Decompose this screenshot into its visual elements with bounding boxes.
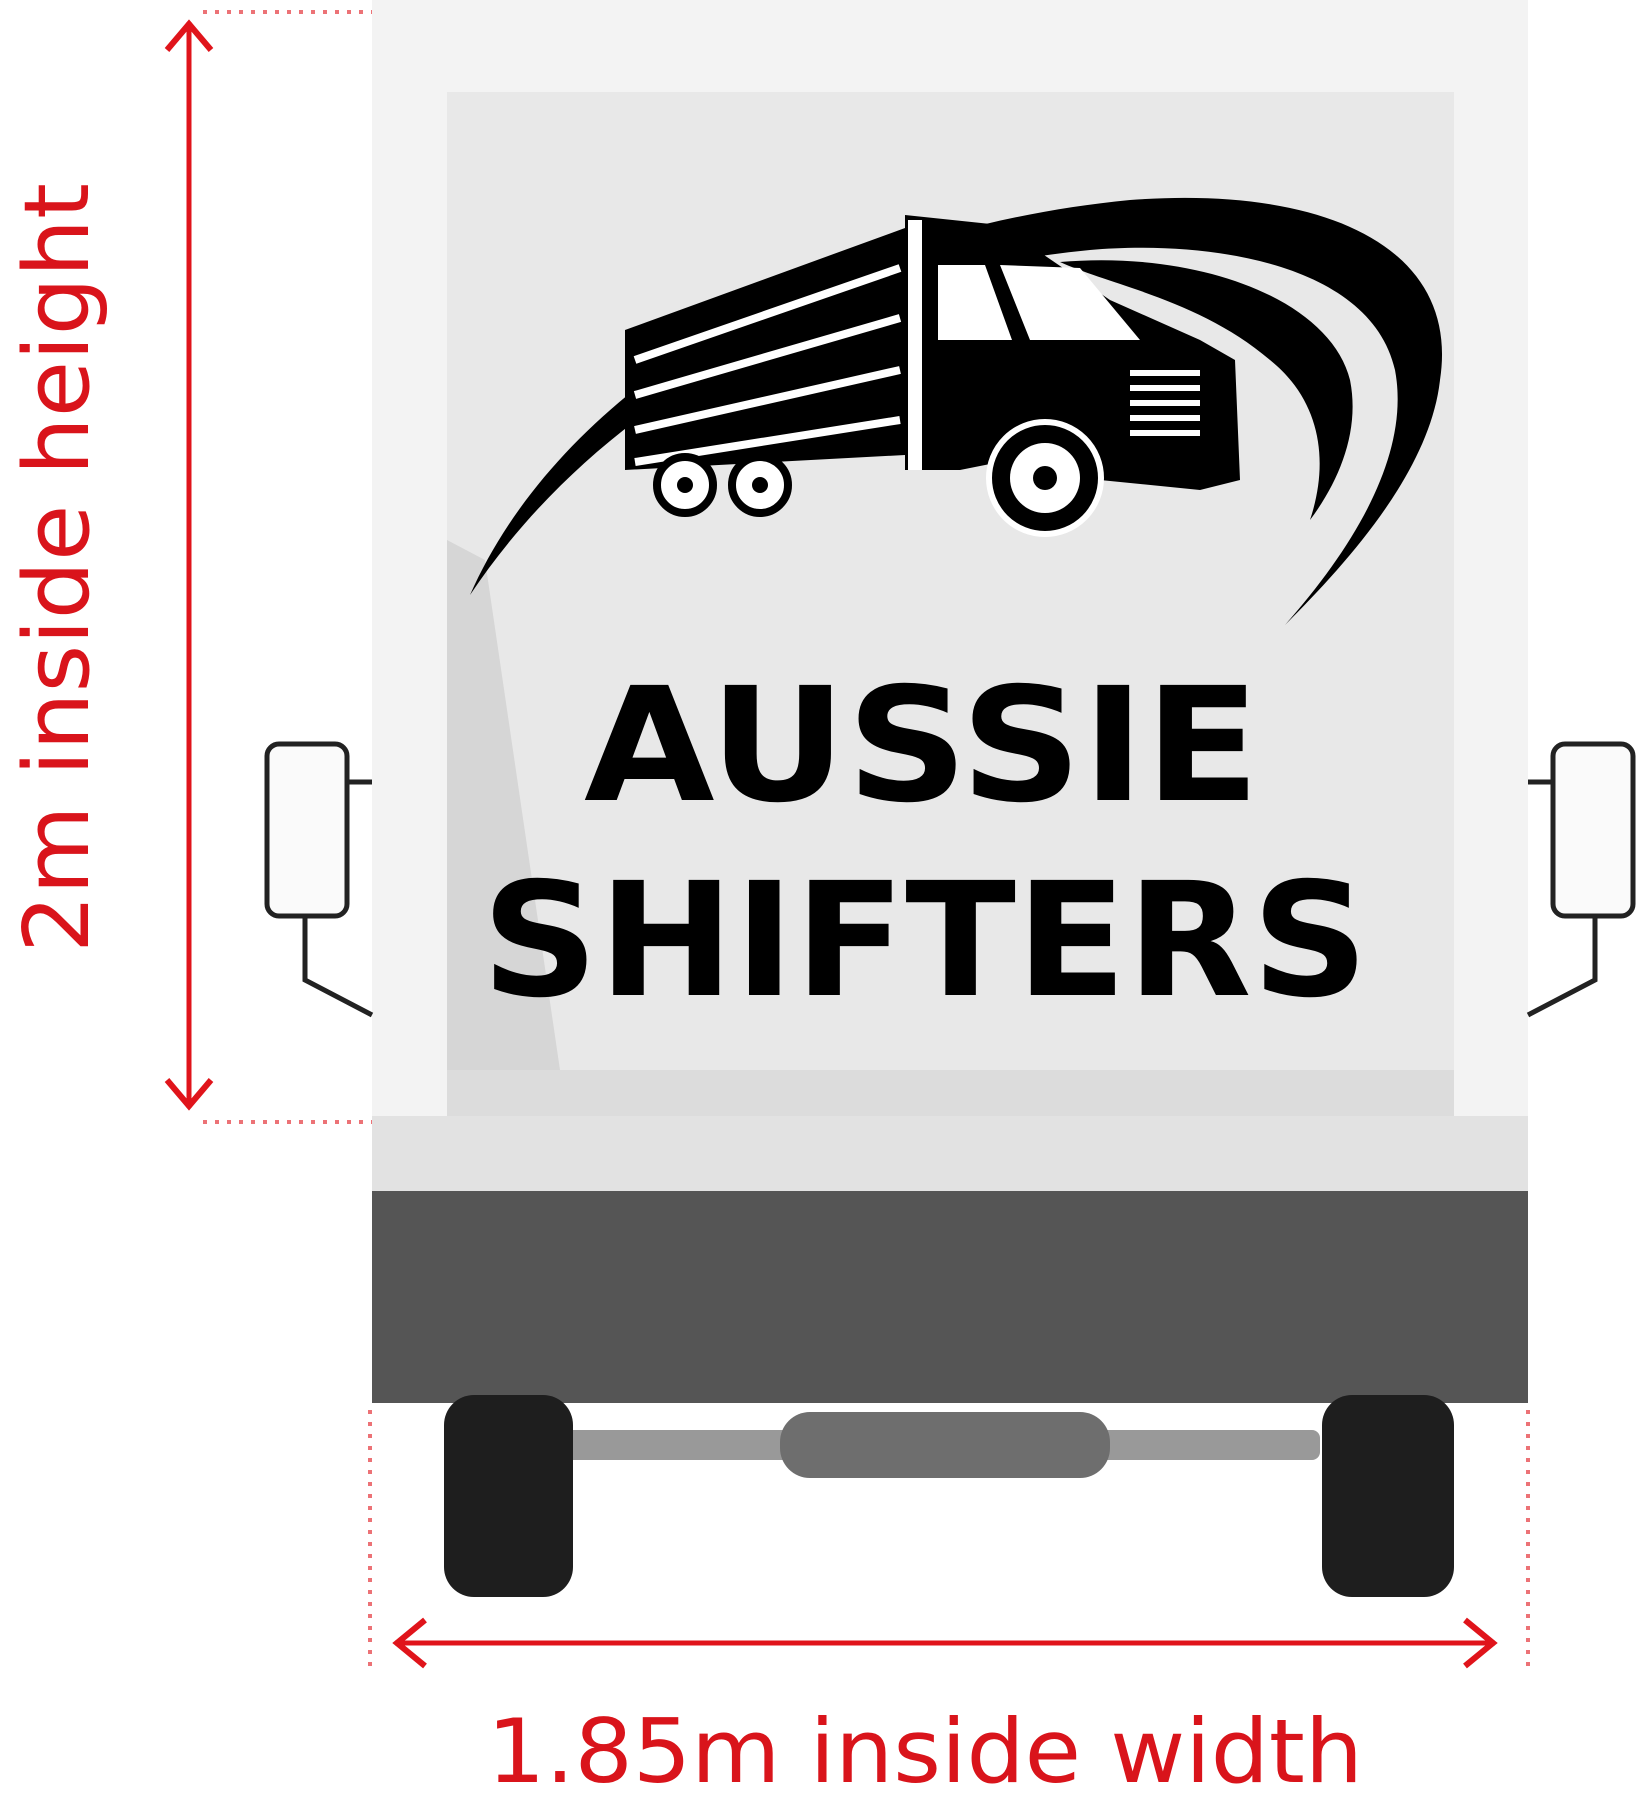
width-label: 1.85m inside width [487, 1700, 1363, 1800]
lower-strip [372, 1116, 1528, 1191]
height-label: 2m inside height [5, 183, 110, 953]
door-sill [447, 1070, 1454, 1116]
left-tyre [444, 1395, 573, 1597]
right-tyre [1322, 1395, 1454, 1597]
truck-logo-icon [470, 197, 1443, 625]
left-mirror [264, 741, 374, 1018]
arrow-right-icon [1463, 1617, 1498, 1669]
right-mirror [1526, 741, 1636, 1018]
arrow-left-icon [392, 1617, 427, 1669]
muffler [780, 1412, 1110, 1478]
door-shadow [447, 540, 560, 1100]
rear-bumper [372, 1191, 1528, 1403]
height-dimension [164, 10, 372, 1124]
arrow-up-icon [164, 19, 214, 52]
width-dimension [368, 1410, 1530, 1669]
brand-line-2: SHIFTERS [482, 849, 1369, 1033]
brand-line-1: AUSSIE [584, 654, 1260, 838]
arrow-down-icon [164, 1078, 214, 1111]
